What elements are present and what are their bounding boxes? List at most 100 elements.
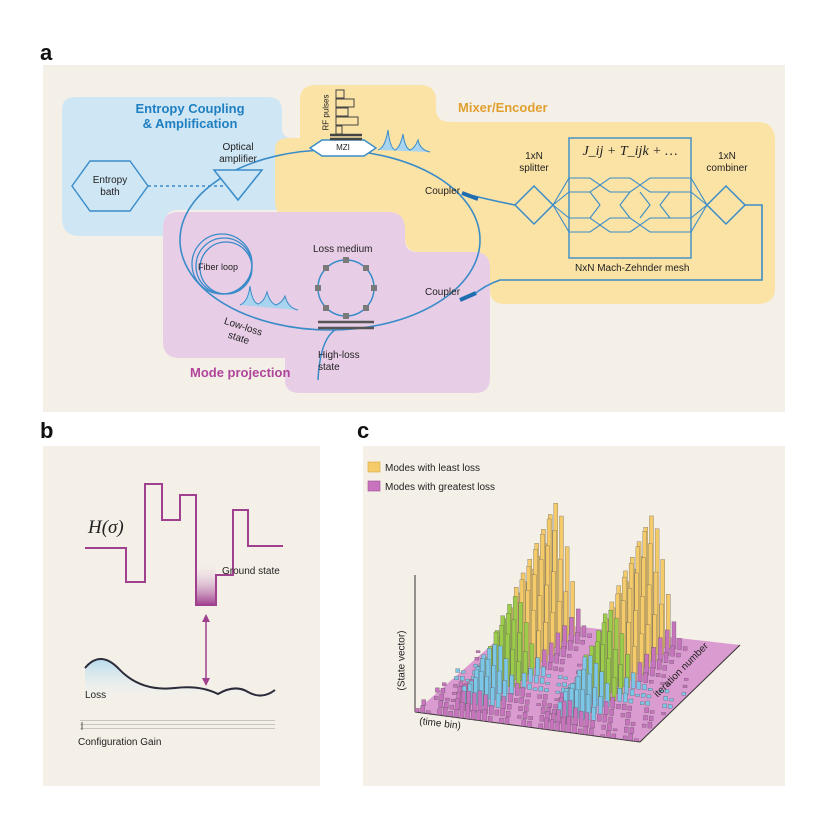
chart-bar — [579, 711, 584, 727]
chart-bar — [420, 705, 425, 713]
chart-bar — [612, 728, 618, 732]
coupler-bottom-mark — [459, 291, 477, 302]
chart-bar — [506, 711, 511, 717]
chart-bar — [507, 704, 512, 710]
chart-bar — [650, 710, 655, 714]
chart-bar — [476, 710, 482, 721]
ground-state-well-fill — [196, 560, 216, 605]
chart-bar — [559, 667, 564, 672]
chart-bar — [624, 677, 629, 696]
chart-bar — [515, 683, 520, 696]
chart-bar — [472, 692, 477, 713]
chart-bar — [647, 688, 653, 691]
chart-bar — [557, 675, 563, 679]
chart-bar — [465, 679, 470, 682]
chart-bar — [542, 649, 547, 670]
loss-label: Loss — [85, 690, 107, 701]
chart-bar — [546, 674, 552, 678]
entropy-bath-hexagon — [71, 160, 149, 212]
chart-bar — [562, 682, 567, 687]
entropy-coupling-title-line2: & Amplification — [142, 116, 238, 131]
mzi-label: MZI — [336, 143, 350, 152]
chart-bar — [524, 705, 529, 712]
chart-bar — [543, 694, 548, 700]
chart-bar — [495, 693, 501, 708]
combiner-label-line2: combiner — [706, 163, 748, 174]
chart-bar — [460, 676, 465, 681]
chart-bar — [661, 712, 666, 716]
chart-bar — [657, 659, 662, 670]
chart-bar — [509, 674, 514, 695]
mesh-waveguides — [552, 177, 708, 233]
chart-bar — [634, 738, 639, 742]
chart-bar — [628, 698, 634, 704]
mzi-box — [308, 139, 378, 157]
chart-bar — [629, 688, 635, 696]
chart-bar — [681, 692, 687, 696]
chart-bar — [641, 693, 646, 698]
chart-bar — [567, 654, 572, 658]
chart-bar — [622, 735, 628, 740]
panel-label-c: c — [357, 418, 370, 443]
mapping-arrow-head-up — [202, 614, 210, 622]
chart-bar — [526, 693, 531, 698]
mode-projection-title: Mode projection — [190, 365, 291, 380]
y-axis-label: (State vector) — [396, 630, 408, 691]
chart-bar — [583, 726, 588, 735]
loss-landscape-curve — [84, 658, 276, 697]
chart-bar — [527, 683, 532, 690]
chart-bar — [642, 684, 647, 691]
chart-bar — [580, 640, 585, 645]
chart-bar — [500, 708, 505, 717]
chart-bar — [590, 720, 595, 729]
chart-bar — [501, 696, 506, 709]
chart-bar — [635, 694, 640, 697]
chart-bar — [658, 637, 663, 663]
chart-bar — [544, 717, 549, 730]
chart-bar — [437, 708, 442, 716]
chart-bar — [459, 702, 465, 719]
splitter-label: 1xN splitter — [512, 151, 556, 175]
chart-bar — [555, 632, 561, 657]
chart-bar — [521, 719, 527, 727]
chart-bar — [669, 698, 674, 702]
optical-amplifier-label-line2: amplifier — [219, 154, 257, 165]
pulse-train-top — [377, 129, 431, 153]
chart-bar — [597, 714, 602, 722]
chart-bar — [651, 647, 656, 669]
chart-bar — [646, 694, 652, 699]
chart-bar — [631, 672, 636, 689]
chart-bar — [448, 711, 453, 717]
high-loss-output-fiber — [317, 329, 336, 381]
chart-bar — [554, 698, 559, 701]
chart-bar — [561, 716, 566, 732]
chart-bar — [640, 701, 645, 705]
splitter-label-line2: splitter — [519, 163, 549, 174]
chart-bar — [644, 653, 649, 676]
chart-bar — [664, 689, 670, 694]
chart-bar — [556, 682, 562, 687]
chart-bar — [545, 682, 550, 685]
combiner-diamond — [705, 184, 747, 226]
chart-bar — [499, 717, 504, 724]
combiner-label: 1xN combiner — [702, 151, 752, 175]
chart-bar — [628, 733, 633, 741]
chart-bar — [629, 727, 635, 734]
entropy-coupling-title: Entropy Coupling & Amplification — [120, 101, 260, 131]
chart-bar — [581, 625, 587, 638]
chart-bar — [647, 721, 653, 729]
chart-bar — [623, 692, 628, 703]
chart-bar — [434, 696, 439, 700]
chart-bar — [577, 728, 583, 734]
chart-bar — [527, 721, 532, 728]
chart-bar — [684, 678, 689, 681]
chart-bar — [474, 657, 480, 661]
chart-bar — [683, 646, 688, 651]
chart-bar — [508, 693, 513, 703]
chart-bar — [477, 690, 483, 714]
hamiltonian-label: H(σ) — [88, 517, 124, 538]
chart-bar — [537, 694, 542, 699]
chart-bar — [649, 680, 654, 684]
splitter-label-line1: 1xN — [525, 151, 543, 162]
chart-bar — [556, 709, 561, 724]
